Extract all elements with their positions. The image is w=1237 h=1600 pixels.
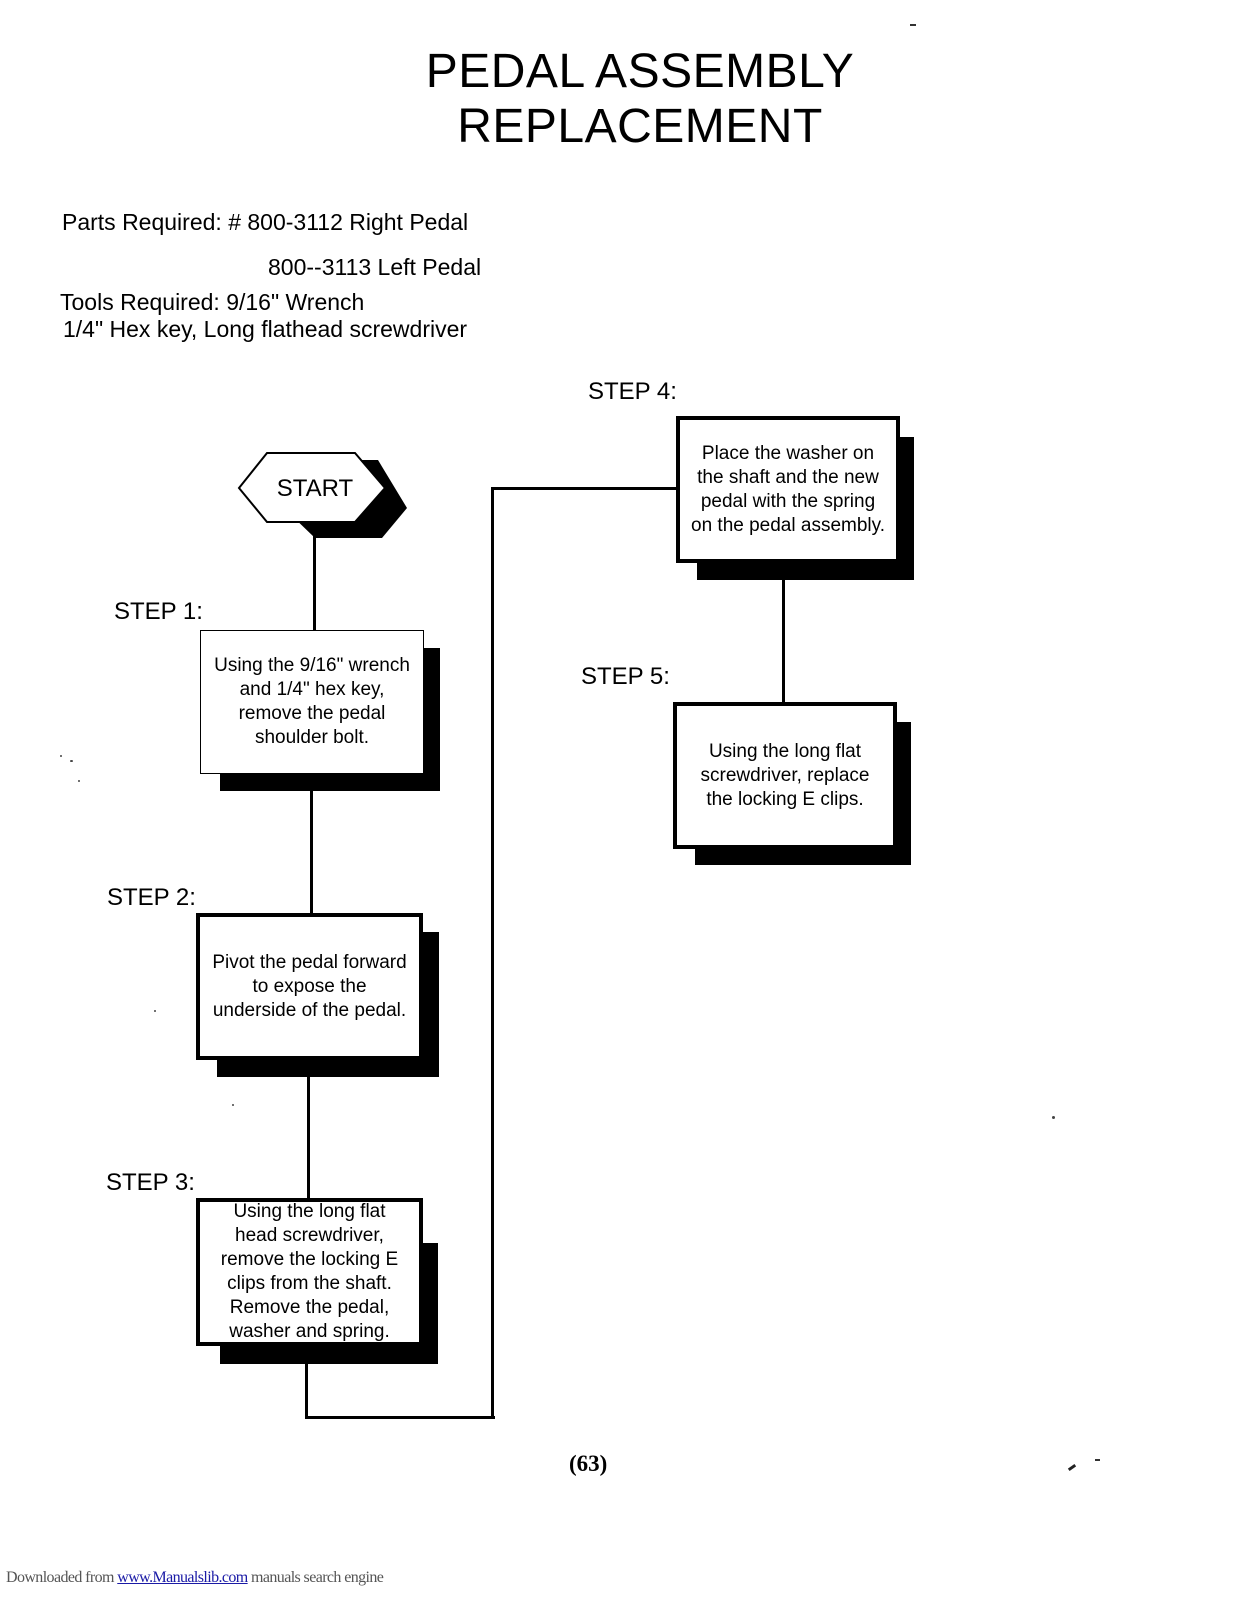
connector-step2-step3	[307, 1075, 310, 1201]
step-3-line: Using the long flat	[233, 1201, 386, 1222]
page-number: (63)	[569, 1451, 608, 1476]
step-3-line: Remove the pedal,	[229, 1297, 390, 1318]
scan-speck	[1052, 1116, 1055, 1119]
start-shape	[237, 452, 387, 523]
connector-to-step4	[491, 487, 681, 490]
step-3-box: Using the long flat head screwdriver, re…	[196, 1198, 423, 1346]
step-3-line: remove the locking E	[220, 1249, 399, 1270]
footer: Downloaded from www.Manualslib.com manua…	[6, 1569, 384, 1587]
tools-required-line-2: 1/4" Hex key, Long flathead screwdriver	[63, 316, 468, 342]
footer-prefix: Downloaded from	[6, 1569, 118, 1586]
scan-speck	[60, 755, 62, 757]
scan-speck	[232, 1104, 234, 1106]
step-1-text: Using the 9/16" wrench and 1/4" hex key,…	[214, 654, 410, 750]
manualslib-link[interactable]: www.Manualslib.com	[117, 1569, 248, 1586]
step-5-box: Using the long flat screwdriver, replace…	[673, 702, 897, 849]
start-label: START	[277, 475, 354, 502]
scan-mark	[910, 24, 916, 26]
step-2-line: Pivot the pedal forward	[212, 951, 407, 973]
title-line-2: REPLACEMENT	[457, 100, 823, 153]
step-4-box: Place the washer on the shaft and the ne…	[676, 416, 900, 563]
step-5-text: Using the long flat screwdriver, replace…	[701, 740, 870, 812]
title-line-1: PEDAL ASSEMBLY	[425, 45, 855, 98]
step-3-label: STEP 3:	[106, 1169, 195, 1196]
step-4-line: on the pedal assembly.	[691, 514, 885, 536]
step-1-box: Using the 9/16" wrench and 1/4" hex key,…	[200, 630, 424, 774]
connector-step1-step2	[310, 790, 313, 916]
scan-speck	[70, 760, 73, 762]
step-5-line: screwdriver, replace	[700, 764, 870, 786]
step-1-line: shoulder bolt.	[254, 727, 370, 748]
start-terminal: START	[237, 452, 407, 538]
step-4-text: Place the washer on the shaft and the ne…	[691, 442, 885, 538]
scan-speck	[78, 780, 80, 782]
footer-suffix: manuals search engine	[247, 1569, 384, 1586]
step-2-line: to expose the	[252, 975, 367, 997]
tools-required-line-1: Tools Required: 9/16" Wrench	[60, 289, 365, 315]
step-4-line: the shaft and the new	[697, 466, 879, 488]
connector-step4-step5	[782, 578, 785, 704]
scan-speck	[154, 1010, 156, 1012]
connector-bottom	[305, 1416, 495, 1419]
step-2-label: STEP 2:	[107, 884, 196, 911]
step-3-line: head screwdriver,	[235, 1225, 384, 1246]
step-3-line: clips from the shaft.	[227, 1273, 392, 1294]
scan-mark	[1095, 1459, 1100, 1461]
step-4-label: STEP 4:	[588, 378, 677, 405]
step-5-line: Using the long flat	[708, 740, 862, 762]
step-3-line: washer and spring.	[229, 1321, 390, 1342]
step-4-line: pedal with the spring	[700, 490, 876, 512]
parts-required-line-1: Parts Required: # 800-3112 Right Pedal	[62, 209, 469, 235]
scan-mark	[1067, 1463, 1077, 1472]
step-2-box: Pivot the pedal forward to expose the un…	[196, 913, 423, 1060]
connector-start-step1	[313, 535, 316, 632]
step-5-label: STEP 5:	[581, 663, 670, 690]
step-1-line: Using the 9/16" wrench	[214, 655, 410, 676]
connector-up	[491, 487, 494, 1419]
step-1-line: and 1/4" hex key,	[239, 679, 385, 700]
parts-required-line-2: 800--3113 Left Pedal	[268, 254, 482, 280]
step-1-line: remove the pedal	[238, 703, 386, 724]
step-4-line: Place the washer on	[701, 442, 875, 464]
step-2-text: Pivot the pedal forward to expose the un…	[212, 951, 406, 1023]
step-5-line: the locking E clips.	[706, 788, 864, 810]
step-2-line: underside of the pedal.	[212, 999, 407, 1021]
connector-step3-down	[305, 1362, 308, 1419]
step-1-label: STEP 1:	[114, 598, 203, 625]
step-3-text: Using the long flat head screwdriver, re…	[221, 1200, 398, 1344]
